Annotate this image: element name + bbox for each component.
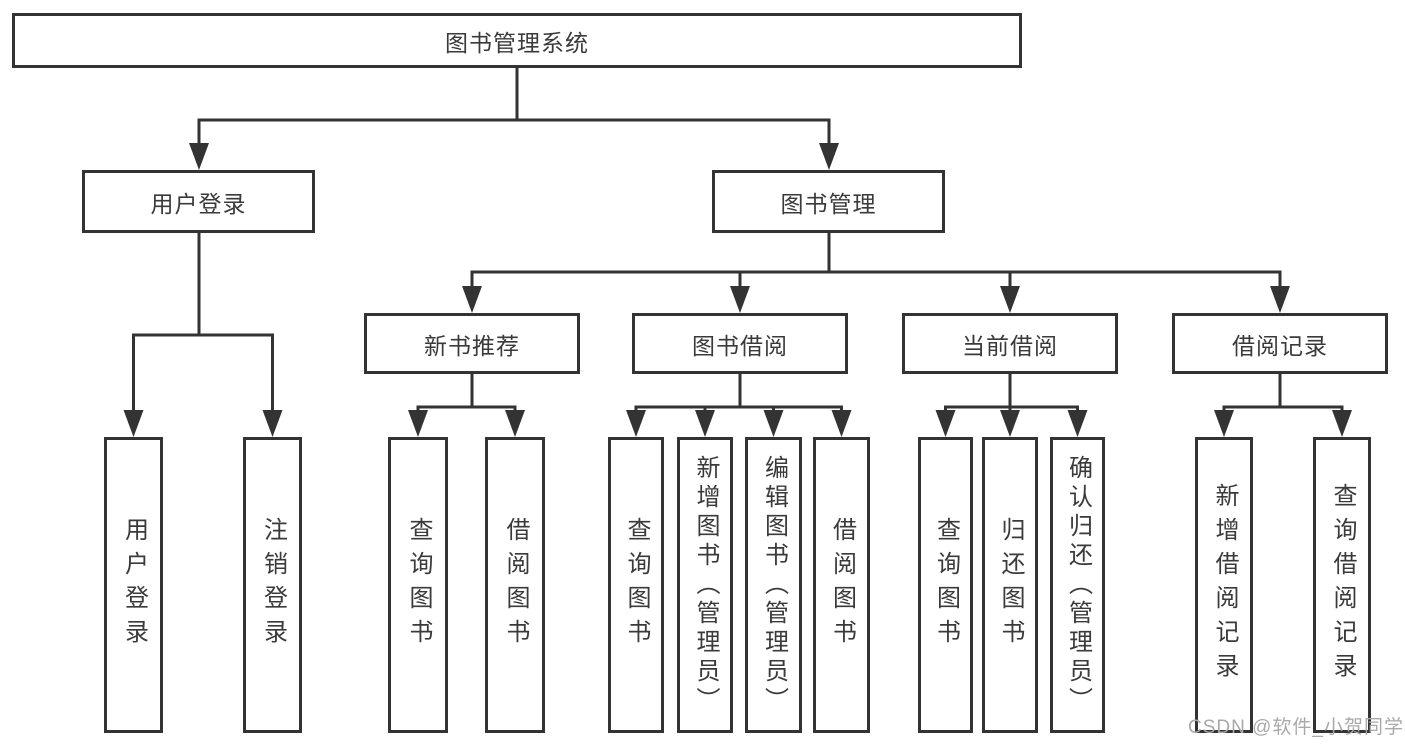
node-book-management: 图书管理 [712,170,945,233]
arrow-down-icon [1000,410,1020,437]
arrow-down-icon [763,410,784,437]
leaf-recommend-borrow-book: 借阅图书 [485,437,545,733]
leaf-recommend-query-book: 查询图书 [388,437,448,733]
node-borrow-records-label: 借阅记录 [1232,332,1328,359]
leaf-current-confirm-return-admin-label: 确认归还（管理员） [1064,454,1092,716]
node-root-system-label: 图书管理系统 [445,29,589,56]
node-book-borrowing: 图书借阅 [632,313,848,374]
leaf-borrowing-edit-book-admin-label: 编辑图书（管理员） [760,454,788,716]
node-book-borrowing-label: 图书借阅 [692,332,788,359]
node-new-book-recommend-label: 新书推荐 [424,332,520,359]
leaf-current-query-book-label: 查询图书 [932,517,960,653]
arrow-down-icon [1000,286,1020,313]
node-borrow-records: 借阅记录 [1172,313,1388,374]
leaf-borrowing-query-book-label: 查询图书 [623,517,650,653]
arrowhead-icons [123,143,1352,437]
leaf-borrowing-add-book-admin: 新增图书（管理员） [677,437,733,733]
node-current-borrowing-label: 当前借阅 [962,332,1058,359]
leaf-user-login-label: 用户登录 [120,517,148,653]
arrow-down-icon [1270,286,1290,313]
node-book-management-label: 图书管理 [780,190,877,217]
arrow-down-icon [505,410,525,437]
leaf-recommend-borrow-book-label: 借阅图书 [502,517,529,653]
leaf-records-query-record: 查询借阅记录 [1313,437,1371,733]
arrow-down-icon [730,286,750,313]
arrow-down-icon [1214,410,1234,437]
node-current-borrowing: 当前借阅 [902,313,1118,374]
leaf-current-return-book-label: 归还图书 [997,517,1024,653]
arrow-down-icon [462,286,482,313]
arrow-down-icon [935,410,956,437]
leaf-current-confirm-return-admin: 确认归还（管理员） [1050,437,1105,733]
arrow-down-icon [831,410,852,437]
leaf-borrowing-borrow-book-label: 借阅图书 [828,517,856,653]
node-root-system: 图书管理系统 [12,13,1022,68]
leaf-records-query-record-label: 查询借阅记录 [1329,483,1356,687]
leaf-borrowing-borrow-book: 借阅图书 [813,437,870,733]
arrow-down-icon [189,143,209,170]
leaf-recommend-query-book-label: 查询图书 [405,517,432,653]
leaf-borrowing-add-book-admin-label: 新增图书（管理员） [692,454,719,716]
leaf-borrowing-query-book: 查询图书 [608,437,664,733]
leaf-records-add-record: 新增借阅记录 [1195,437,1253,733]
arrow-down-icon [626,410,646,437]
leaf-records-add-record-label: 新增借阅记录 [1211,483,1238,687]
arrow-down-icon [1332,410,1352,437]
leaf-borrowing-edit-book-admin: 编辑图书（管理员） [745,437,802,733]
node-user-login: 用户登录 [82,170,315,233]
arrow-down-icon [262,410,283,437]
arrow-down-icon [123,410,144,437]
leaf-logout-label: 注销登录 [259,517,287,653]
leaf-current-return-book: 归还图书 [982,437,1038,733]
node-new-book-recommend: 新书推荐 [364,313,580,374]
arrow-down-icon [408,410,428,437]
csdn-watermark: CSDN @软件_小贺同学 [1188,717,1404,738]
node-user-login-label: 用户登录 [150,190,247,217]
arrow-down-icon [819,143,839,170]
leaf-logout: 注销登录 [243,437,302,733]
leaf-user-login: 用户登录 [104,437,163,733]
arrow-down-icon [695,410,715,437]
leaf-current-query-book: 查询图书 [918,437,973,733]
arrow-down-icon [1067,410,1088,437]
